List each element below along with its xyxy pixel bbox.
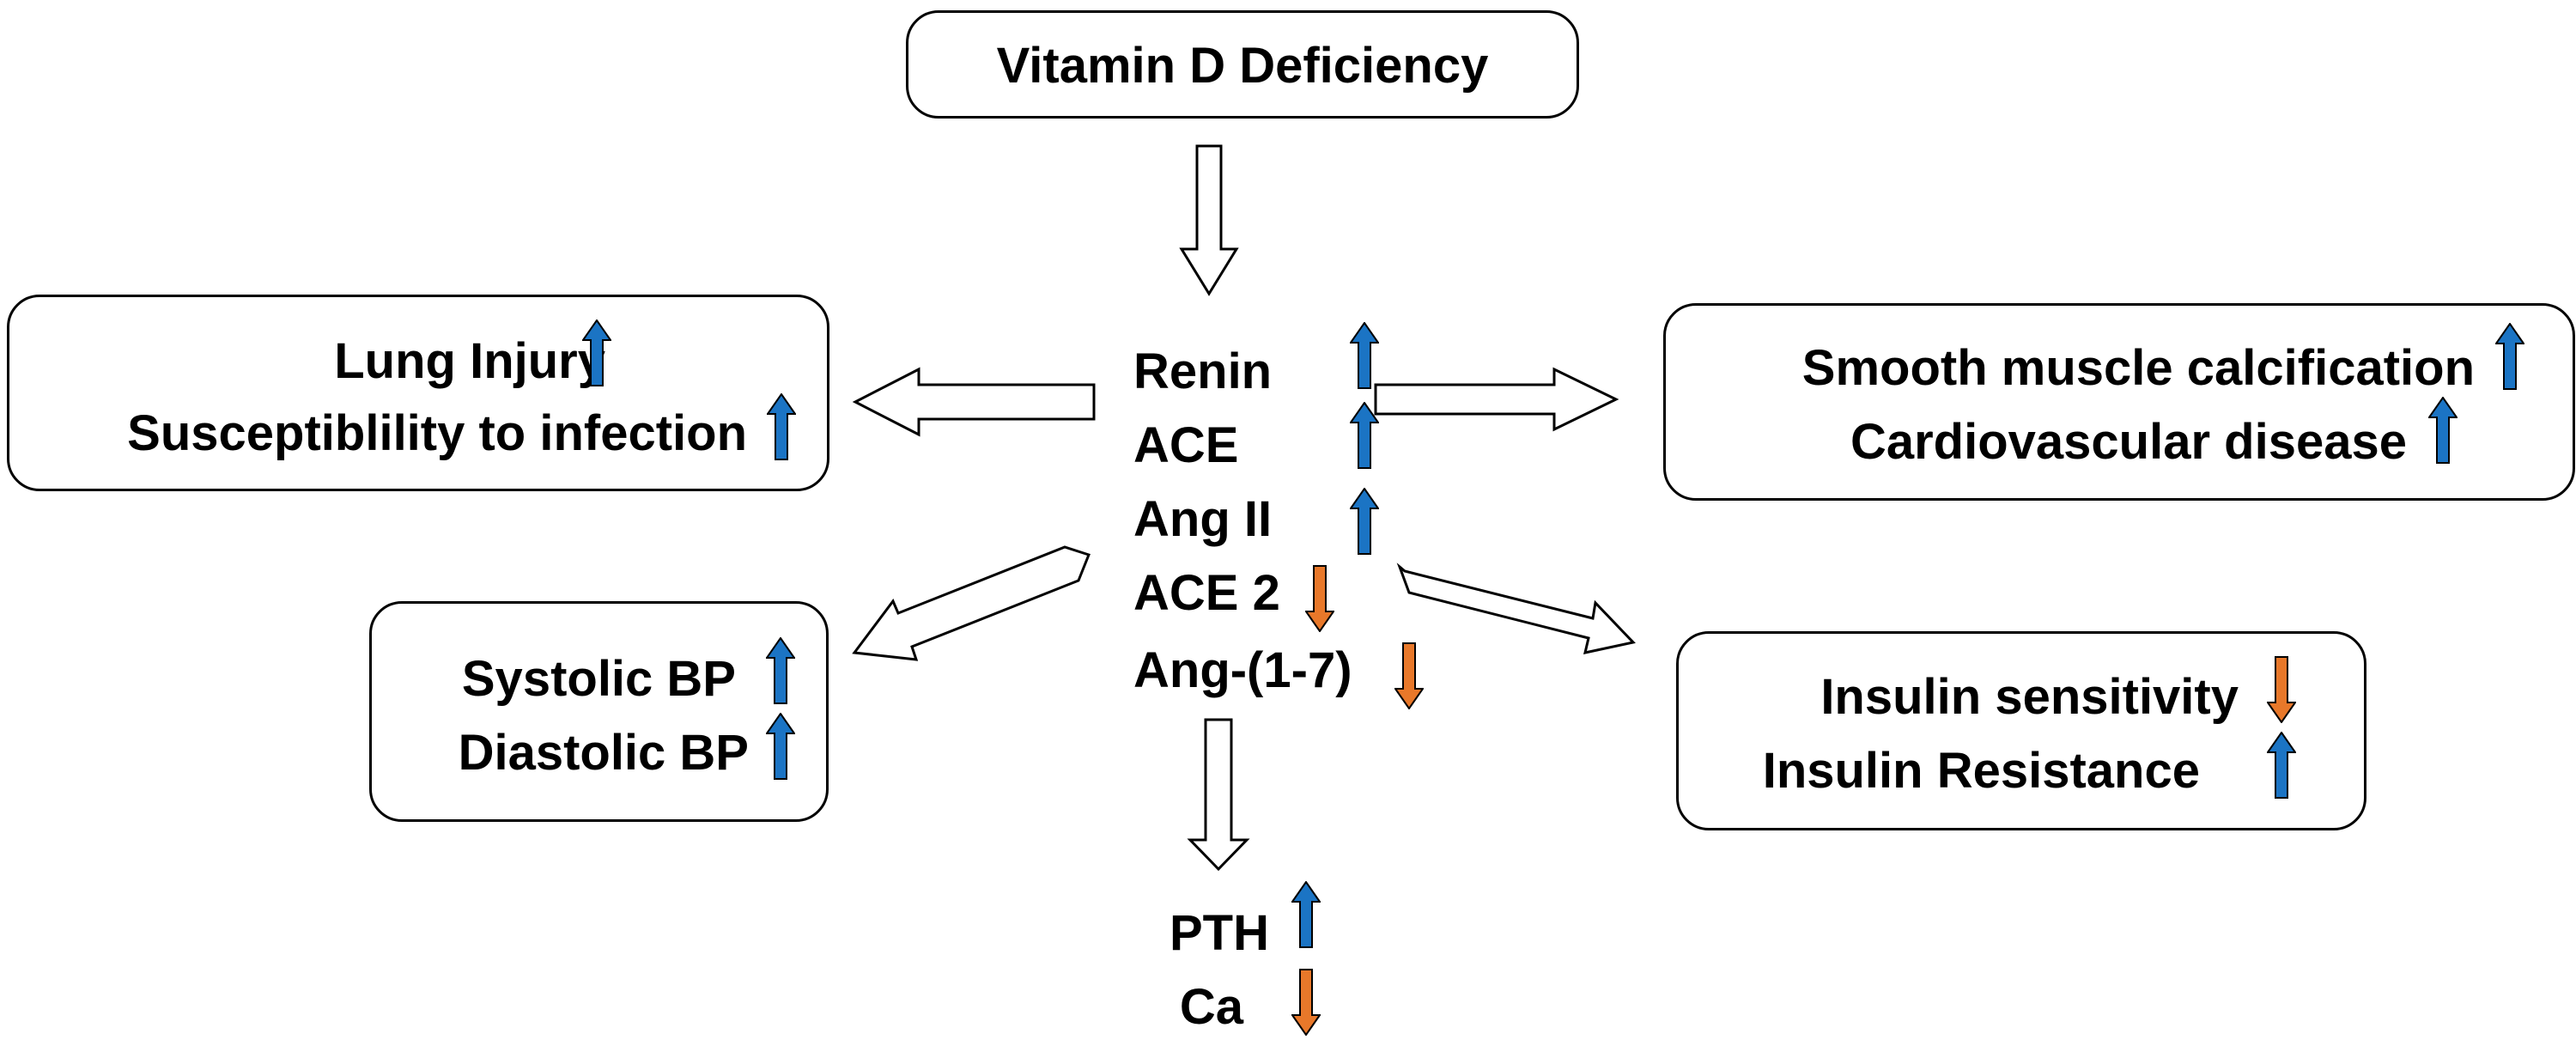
lung-injury-label: Lung Injury: [334, 333, 605, 389]
pth-label: PTH: [1170, 905, 1269, 961]
arrow-to-insulin-box: [1396, 563, 1636, 654]
arrow-to-lung-box: [852, 367, 1096, 437]
vitamin-d-box: [906, 10, 1579, 119]
lung-injury-up-arrow-icon: [581, 319, 612, 391]
ace2-down-arrow-icon: [1304, 565, 1335, 636]
renin-label: Renin: [1133, 344, 1273, 399]
systolic-up-arrow-icon: [765, 636, 796, 709]
insulin-box: [1676, 631, 2366, 830]
insulin-sensitivity-down-arrow-icon: [2266, 656, 2297, 727]
ang-ii-up-arrow-icon: [1349, 487, 1380, 559]
ang-ii-label: Ang II: [1133, 491, 1273, 547]
arrow-to-bottom: [1187, 718, 1250, 872]
arrow-to-center: [1179, 144, 1239, 296]
smooth-muscle-label: Smooth muscle calcification: [1801, 340, 2475, 396]
smooth-muscle-up-arrow-icon: [2494, 322, 2525, 394]
ace-up-arrow-icon: [1349, 401, 1380, 473]
arrow-to-cardio-box: [1374, 367, 1619, 432]
systolic-label: Systolic BP: [461, 651, 736, 707]
insulin-resistance-label: Insulin Resistance: [1762, 743, 2200, 799]
ace-label: ACE: [1133, 417, 1239, 473]
vitamin-d-label: Vitamin D Deficiency: [996, 38, 1489, 94]
insulin-sensitivity-label: Insulin sensitivity: [1820, 669, 2239, 725]
bp-box: [369, 601, 829, 822]
cardiovascular-label: Cardiovascular disease: [1850, 414, 2407, 470]
renin-up-arrow-icon: [1349, 321, 1380, 393]
diastolic-up-arrow-icon: [765, 712, 796, 784]
lung-box: [7, 295, 829, 491]
arrow-to-bp-box: [852, 545, 1091, 661]
cardio-box: [1663, 303, 2575, 501]
ace2-label: ACE 2: [1133, 565, 1280, 621]
insulin-resistance-up-arrow-icon: [2266, 731, 2297, 803]
susceptibility-up-arrow-icon: [766, 392, 797, 465]
ang-1-7-down-arrow-icon: [1394, 642, 1425, 714]
susceptibility-label: Susceptiblility to infection: [127, 405, 747, 461]
ca-down-arrow-icon: [1291, 969, 1321, 1040]
pth-up-arrow-icon: [1291, 880, 1321, 952]
ang-1-7-label: Ang-(1-7): [1133, 642, 1352, 698]
diastolic-label: Diastolic BP: [458, 725, 749, 781]
cardiovascular-up-arrow-icon: [2427, 396, 2458, 468]
ca-label: Ca: [1179, 979, 1243, 1035]
